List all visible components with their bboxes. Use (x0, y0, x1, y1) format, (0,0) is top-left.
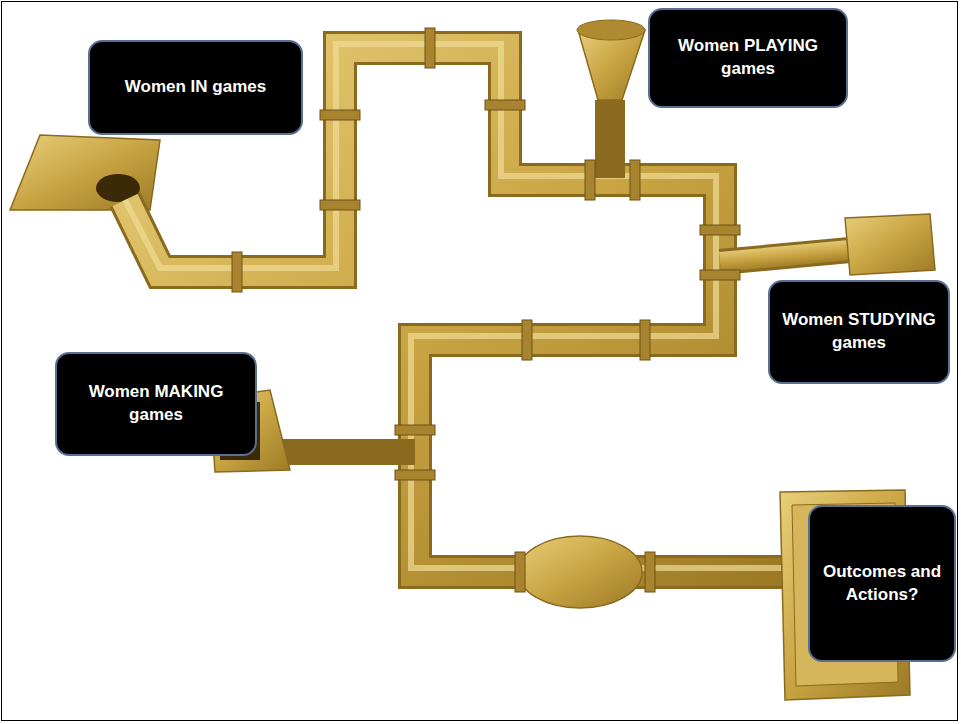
label-text: Women IN games (125, 76, 266, 99)
box-end-studying (845, 214, 935, 275)
pipe-bulge (518, 536, 642, 608)
label-box: Women IN games (88, 40, 303, 135)
label-box: Women MAKING games (55, 352, 257, 456)
label-box: Women PLAYING games (648, 8, 848, 108)
label-box: Women STUDYING games (768, 280, 950, 384)
label-text: Women MAKING games (69, 381, 243, 427)
funnel-playing (578, 30, 645, 100)
funnel-rim (577, 20, 645, 40)
label-text: Outcomes and Actions? (822, 561, 942, 607)
label-box: Outcomes and Actions? (808, 505, 956, 662)
label-text: Women PLAYING games (662, 35, 834, 81)
label-text: Women STUDYING games (782, 309, 936, 355)
pipe-rings (232, 28, 740, 592)
